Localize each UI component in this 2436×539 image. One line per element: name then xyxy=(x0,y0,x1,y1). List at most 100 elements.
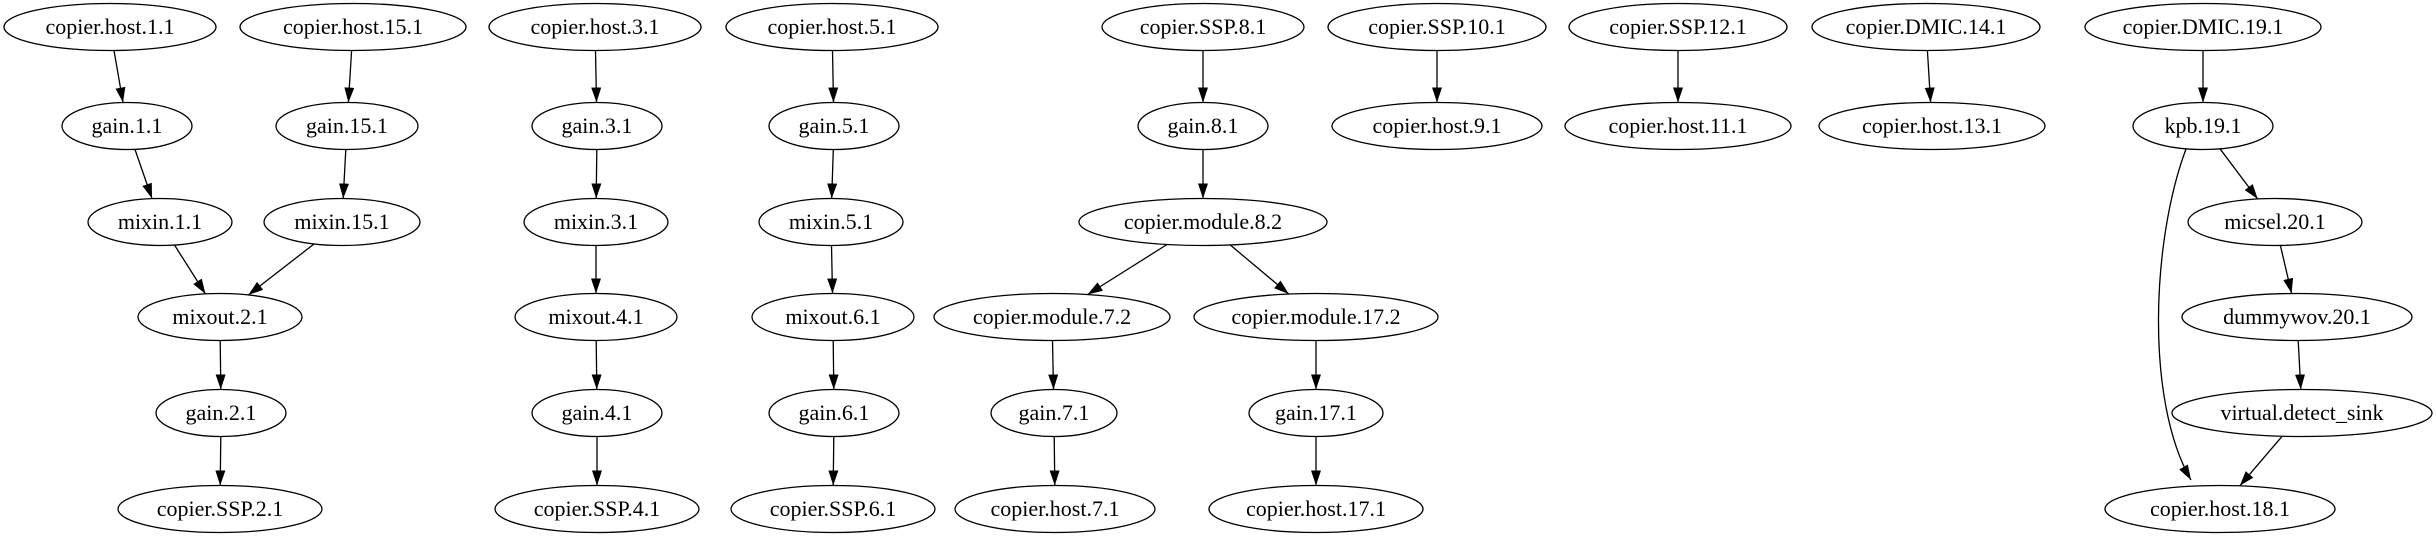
node-label: gain.17.1 xyxy=(1275,400,1357,425)
edge-mixout-4-1-to-gain-4-1 xyxy=(591,340,602,390)
node-label: copier.host.15.1 xyxy=(283,14,423,39)
node-gain-1-1: gain.1.1 xyxy=(61,101,193,151)
node-gain-6-1: gain.6.1 xyxy=(768,388,900,438)
node-ellipse xyxy=(3,2,217,52)
node-label: copier.host.13.1 xyxy=(1862,113,2002,138)
node-label: mixout.2.1 xyxy=(172,304,267,329)
node-copier-SSP-4-1: copier.SSP.4.1 xyxy=(494,484,700,534)
node-label: dummywov.20.1 xyxy=(2223,304,2371,329)
edge-micsel-20-1-to-dummywov-20-1 xyxy=(2279,245,2294,294)
node-copier-host-17-1: copier.host.17.1 xyxy=(1208,484,1424,534)
edge-gain-15-1-to-mixin-15-1 xyxy=(339,149,349,199)
node-ellipse xyxy=(155,388,287,438)
node-mixin-15-1: mixin.15.1 xyxy=(263,197,421,247)
node-ellipse xyxy=(933,292,1171,342)
node-label: mixin.3.1 xyxy=(554,209,638,234)
node-ellipse xyxy=(1078,197,1328,247)
node-ellipse xyxy=(768,388,900,438)
edge-gain-1-1-to-mixin-1-1 xyxy=(134,149,153,199)
node-ellipse xyxy=(1564,101,1792,151)
node-gain-7-1: gain.7.1 xyxy=(990,388,1118,438)
node-ellipse xyxy=(1137,101,1269,151)
node-ellipse xyxy=(275,101,419,151)
node-gain-15-1: gain.15.1 xyxy=(275,101,419,151)
node-copier-module-7-2: copier.module.7.2 xyxy=(933,292,1171,342)
node-copier-host-3-1: copier.host.3.1 xyxy=(488,2,702,52)
edge-kpb-19-1-to-copier-host-18-1 xyxy=(2157,148,2192,481)
edge-copier-module-7-2-to-gain-7-1 xyxy=(1048,340,1059,390)
node-copier-host-9-1: copier.host.9.1 xyxy=(1331,101,1543,151)
node-label: gain.5.1 xyxy=(799,113,870,138)
node-label: mixout.4.1 xyxy=(548,304,643,329)
node-label: mixin.5.1 xyxy=(789,209,873,234)
node-ellipse xyxy=(730,484,936,534)
node-ellipse xyxy=(1193,292,1439,342)
edge-copier-module-8-2-to-copier-module-17-2 xyxy=(1229,244,1290,295)
node-label: copier.module.7.2 xyxy=(973,304,1131,329)
node-label: copier.SSP.4.1 xyxy=(534,496,661,521)
node-copier-SSP-8-1: copier.SSP.8.1 xyxy=(1101,2,1305,52)
node-label: mixout.6.1 xyxy=(785,304,880,329)
node-micsel-20-1: micsel.20.1 xyxy=(2187,197,2363,247)
node-copier-SSP-6-1: copier.SSP.6.1 xyxy=(730,484,936,534)
node-label: copier.host.18.1 xyxy=(2150,496,2290,521)
node-ellipse xyxy=(2181,292,2413,342)
node-ellipse xyxy=(239,2,467,52)
node-gain-8-1: gain.8.1 xyxy=(1137,101,1269,151)
edge-mixin-15-1-to-mixout-2-1 xyxy=(247,243,315,296)
node-ellipse xyxy=(531,101,663,151)
node-ellipse xyxy=(488,2,702,52)
node-label: gain.6.1 xyxy=(799,400,870,425)
node-ellipse xyxy=(1568,2,1788,52)
node-label: micsel.20.1 xyxy=(2224,209,2325,234)
node-virtual-detect-sink: virtual.detect_sink xyxy=(2171,388,2433,438)
node-copier-DMIC-19-1: copier.DMIC.19.1 xyxy=(2084,2,2322,52)
node-ellipse xyxy=(1818,101,2046,151)
node-label: copier.host.9.1 xyxy=(1373,113,1502,138)
node-label: copier.module.8.2 xyxy=(1124,209,1282,234)
node-label: mixin.15.1 xyxy=(294,209,389,234)
edge-layer xyxy=(113,50,2305,487)
node-gain-3-1: gain.3.1 xyxy=(531,101,663,151)
node-mixout-2-1: mixout.2.1 xyxy=(137,292,303,342)
node-copier-DMIC-14-1: copier.DMIC.14.1 xyxy=(1811,2,2041,52)
node-mixin-1-1: mixin.1.1 xyxy=(87,197,233,247)
node-copier-host-1-1: copier.host.1.1 xyxy=(3,2,217,52)
edge-mixin-1-1-to-mixout-2-1 xyxy=(173,244,207,295)
edge-copier-host-1-1-to-gain-1-1 xyxy=(113,50,126,103)
node-dummywov-20-1: dummywov.20.1 xyxy=(2181,292,2413,342)
node-mixin-5-1: mixin.5.1 xyxy=(758,197,904,247)
edge-gain-6-1-to-copier-SSP-6-1 xyxy=(828,436,839,486)
node-label: gain.1.1 xyxy=(92,113,163,138)
edge-copier-module-8-2-to-copier-module-7-2 xyxy=(1087,243,1168,296)
node-label: mixin.1.1 xyxy=(118,209,202,234)
node-label: copier.SSP.10.1 xyxy=(1368,14,1506,39)
node-ellipse xyxy=(514,292,678,342)
node-ellipse xyxy=(768,101,900,151)
node-copier-SSP-10-1: copier.SSP.10.1 xyxy=(1327,2,1547,52)
node-ellipse xyxy=(1331,101,1543,151)
node-label: copier.SSP.6.1 xyxy=(770,496,897,521)
node-ellipse xyxy=(61,101,193,151)
edge-kpb-19-1-to-micsel-20-1 xyxy=(2219,148,2259,200)
node-copier-host-15-1: copier.host.15.1 xyxy=(239,2,467,52)
node-ellipse xyxy=(751,292,915,342)
node-label: copier.SSP.8.1 xyxy=(1140,14,1267,39)
node-ellipse xyxy=(531,388,663,438)
node-ellipse xyxy=(2084,2,2322,52)
node-ellipse xyxy=(1327,2,1547,52)
node-label: gain.8.1 xyxy=(1168,113,1239,138)
edge-gain-5-1-to-mixin-5-1 xyxy=(827,149,838,199)
edge-copier-DMIC-14-1-to-copier-host-13-1 xyxy=(1924,50,1935,103)
node-label: gain.4.1 xyxy=(562,400,633,425)
node-label: copier.host.7.1 xyxy=(991,496,1120,521)
node-ellipse xyxy=(87,197,233,247)
node-label: kpb.19.1 xyxy=(2165,113,2242,138)
edge-dummywov-20-1-to-virtual-detect-sink xyxy=(2295,340,2305,390)
node-ellipse xyxy=(137,292,303,342)
node-gain-4-1: gain.4.1 xyxy=(531,388,663,438)
node-mixout-4-1: mixout.4.1 xyxy=(514,292,678,342)
node-label: gain.2.1 xyxy=(186,400,257,425)
node-label: copier.host.5.1 xyxy=(768,14,897,39)
